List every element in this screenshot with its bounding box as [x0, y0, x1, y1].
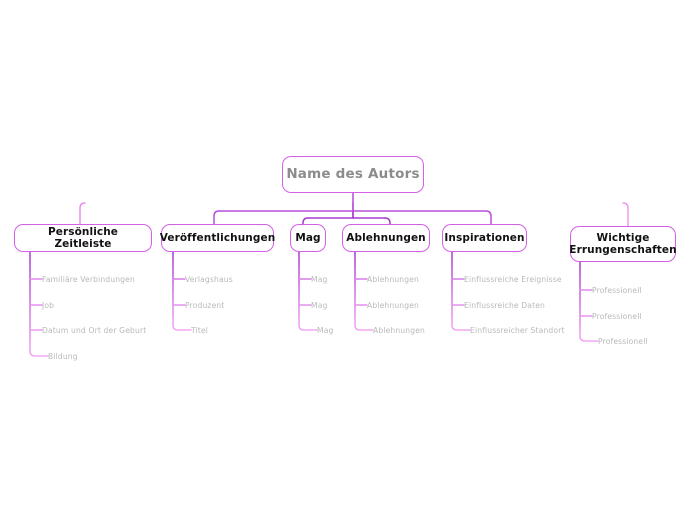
leaf-label[interactable]: Datum und Ort der Geburt [42, 326, 147, 335]
branch-node-veroeffentlichungen[interactable]: Veröffentlichungen [159, 224, 276, 252]
leaf-label[interactable]: Job [42, 301, 55, 310]
edge-outer-right-drop [622, 202, 629, 227]
branch-node-label: Persönliche Zeitleiste [47, 225, 119, 250]
branch-node-label: Ablehnungen [346, 231, 426, 244]
leaf-label[interactable]: Produzent [185, 301, 225, 310]
branch-node-persoenliche-zeitleiste[interactable]: Persönliche Zeitleiste [14, 224, 152, 252]
leaf-label[interactable]: Professionell [592, 312, 642, 321]
leaf-label[interactable]: Ablehnungen [373, 326, 426, 335]
edge-outer-left-drop [79, 202, 86, 225]
branch-node-inspirationen[interactable]: Inspirationen [442, 224, 527, 252]
branch-node-mag[interactable]: Mag [290, 224, 326, 252]
leaf-label[interactable]: Ablehnungen [367, 301, 420, 310]
leaf-label[interactable]: Einflussreiche Ereignisse [464, 275, 562, 284]
edge-leaf-rail-6 [579, 261, 599, 342]
edge-mid-left-drop [213, 210, 220, 225]
leaf-label[interactable]: Mag [311, 301, 328, 310]
leaf-label[interactable]: Mag [311, 275, 328, 284]
edge-leaf-rail-2 [172, 251, 192, 331]
root-node-label: Name des Autors [286, 165, 420, 182]
root-node[interactable]: Name des Autors [282, 156, 424, 193]
leaf-label[interactable]: Einflussreiche Daten [464, 301, 546, 310]
branch-node-wichtige-errungenschaften[interactable]: Wichtige Errungenschaften [569, 226, 677, 262]
branch-node-label: Wichtige Errungenschaften [569, 231, 677, 256]
edge-leaf-rail-5 [451, 251, 471, 331]
edge-leaf-rail-3 [298, 251, 318, 331]
leaf-label[interactable]: Titel [191, 326, 209, 335]
leaf-label[interactable]: Einflussreicher Standort [470, 326, 565, 335]
edge-mid-right-drop [485, 210, 492, 225]
branch-node-ablehnungen[interactable]: Ablehnungen [342, 224, 430, 252]
leaf-label[interactable]: Mag [317, 326, 334, 335]
leaf-label[interactable]: Ablehnungen [367, 275, 420, 284]
branch-node-label: Inspirationen [444, 231, 525, 244]
branch-node-label: Mag [295, 231, 321, 244]
leaf-label[interactable]: Verlagshaus [185, 275, 233, 284]
leaf-label[interactable]: Familiäre Verbindungen [42, 275, 135, 284]
edge-leaf-rail-4 [354, 251, 374, 331]
leaf-label[interactable]: Professionell [598, 337, 648, 346]
leaf-label[interactable]: Professionell [592, 286, 642, 295]
leaf-label[interactable]: Bildung [48, 352, 78, 361]
branch-node-label: Veröffentlichungen [159, 231, 276, 244]
